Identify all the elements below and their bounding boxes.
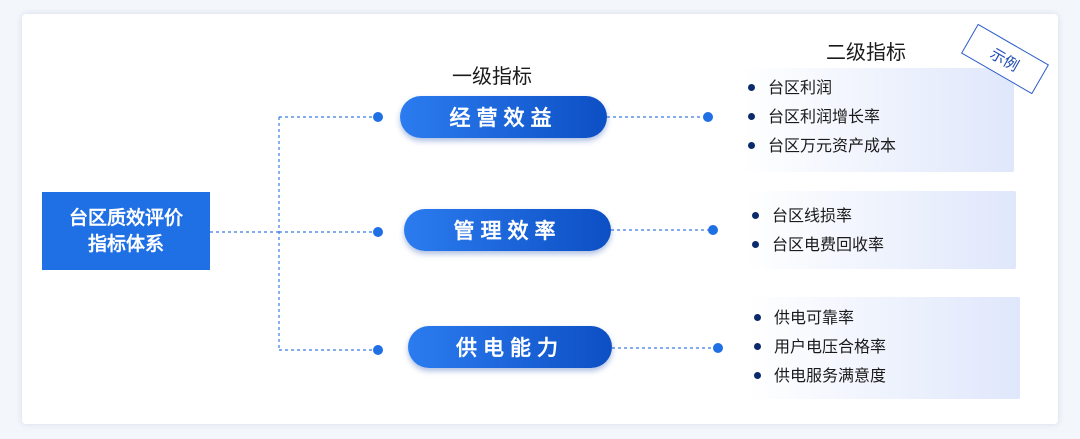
connector-dot <box>373 345 383 355</box>
connector-dot <box>703 112 713 122</box>
root-node: 台区质效评价 指标体系 <box>42 192 210 270</box>
list-item: 供电服务满意度 <box>748 361 1020 390</box>
list-item: 台区利润 <box>742 73 1014 102</box>
list-item: 台区电费回收率 <box>746 230 1016 259</box>
level2-box-operating-benefit: 台区利润 台区利润增长率 台区万元资产成本 <box>742 68 1014 172</box>
level1-header: 一级指标 <box>452 64 532 88</box>
root-node-line2: 指标体系 <box>87 233 164 255</box>
level1-node-supply-capacity: 供电能力 <box>408 326 612 368</box>
list-item: 台区利润增长率 <box>742 102 1014 131</box>
root-node-line1: 台区质效评价 <box>68 207 183 229</box>
connector-dot <box>373 112 383 122</box>
level2-box-supply-capacity: 供电可靠率 用户电压合格率 供电服务满意度 <box>748 297 1020 399</box>
level1-node-operating-benefit: 经营效益 <box>400 96 607 138</box>
list-item: 台区线损率 <box>746 201 1016 230</box>
level1-node-management-efficiency: 管理效率 <box>404 209 611 251</box>
level2-box-management-efficiency: 台区线损率 台区电费回收率 <box>746 191 1016 269</box>
connector-dot <box>713 343 723 353</box>
connector-dot <box>708 225 718 235</box>
list-item: 台区万元资产成本 <box>742 131 1014 160</box>
list-item: 供电可靠率 <box>748 303 1020 332</box>
level2-header: 二级指标 <box>826 40 906 64</box>
list-item: 用户电压合格率 <box>748 332 1020 361</box>
connector-dot <box>373 227 383 237</box>
